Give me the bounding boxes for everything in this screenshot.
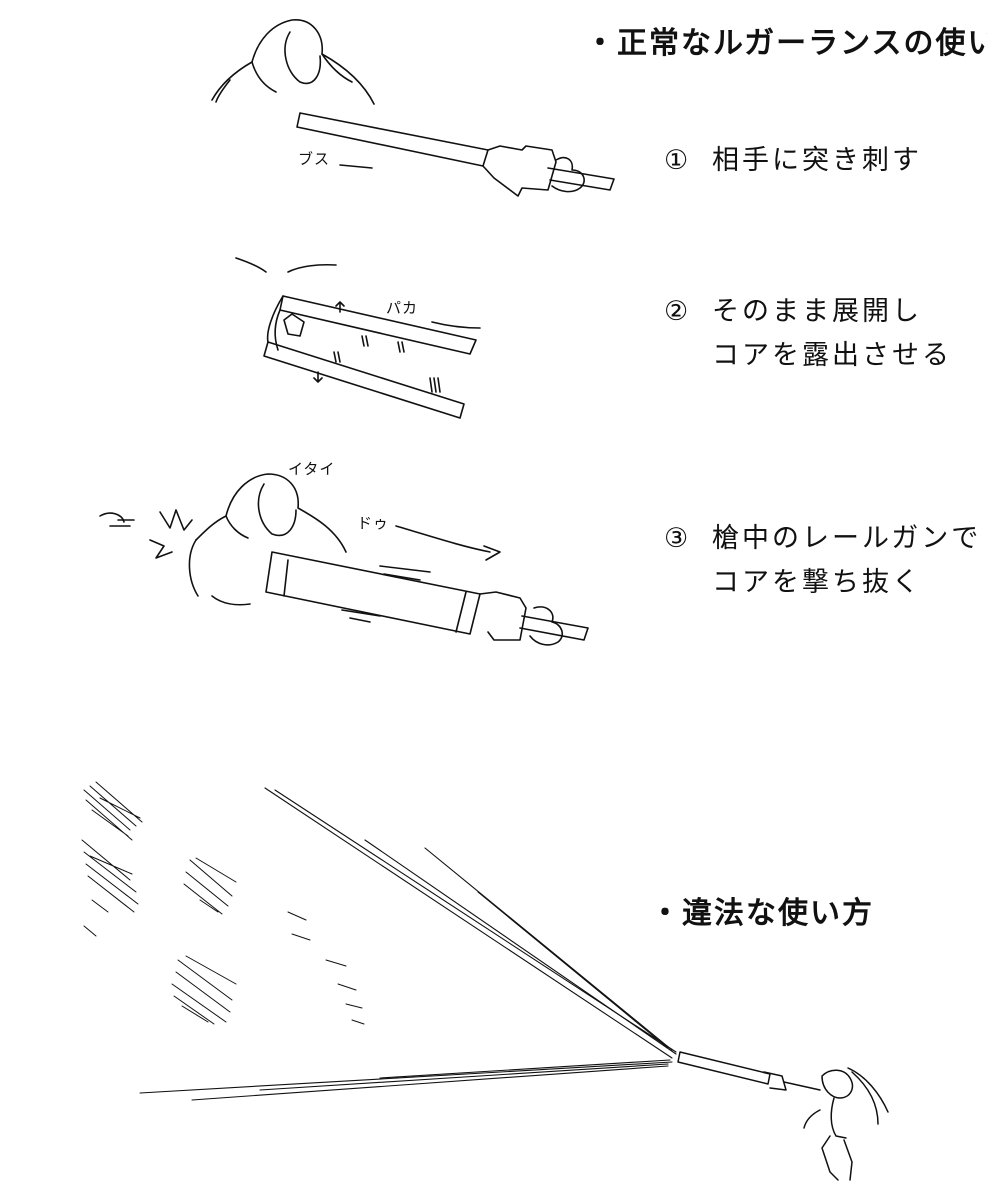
illegal-usage-heading: ・違法な使い方 xyxy=(650,896,874,931)
step-2-line-2: コアを露出させる xyxy=(712,340,952,371)
panel-3-railgun-lance xyxy=(265,525,589,646)
step-1-line-1: 相手に突き刺す xyxy=(712,145,922,176)
illegal-speed-lines xyxy=(139,787,677,1101)
illegal-lance-and-figure xyxy=(677,1051,889,1181)
step-3-line-1: 槍中のレールガンで xyxy=(712,523,982,554)
step-3-line-2: コアを撃ち抜く xyxy=(712,567,922,598)
panel-1-lance xyxy=(296,112,615,197)
step-2-number: ② xyxy=(664,296,692,327)
sfx-itai: イタイ xyxy=(288,460,336,478)
sfx-busu: ブス xyxy=(298,150,331,168)
step-1-number: ① xyxy=(664,145,692,176)
step-2-line-1: そのまま展開し xyxy=(712,296,922,327)
illegal-hatch-scribbles xyxy=(81,781,365,1025)
sfx-dou: ドゥ xyxy=(357,514,390,532)
normal-usage-heading: ・正常なルガーランスの使い方 xyxy=(585,26,987,61)
sfx-paka: パカ xyxy=(386,299,419,317)
panel-1-stab-figure xyxy=(211,19,375,105)
panel-2-lance-opening xyxy=(235,257,481,419)
step-3-number: ③ xyxy=(664,523,692,554)
panel-3-figure xyxy=(99,473,347,606)
